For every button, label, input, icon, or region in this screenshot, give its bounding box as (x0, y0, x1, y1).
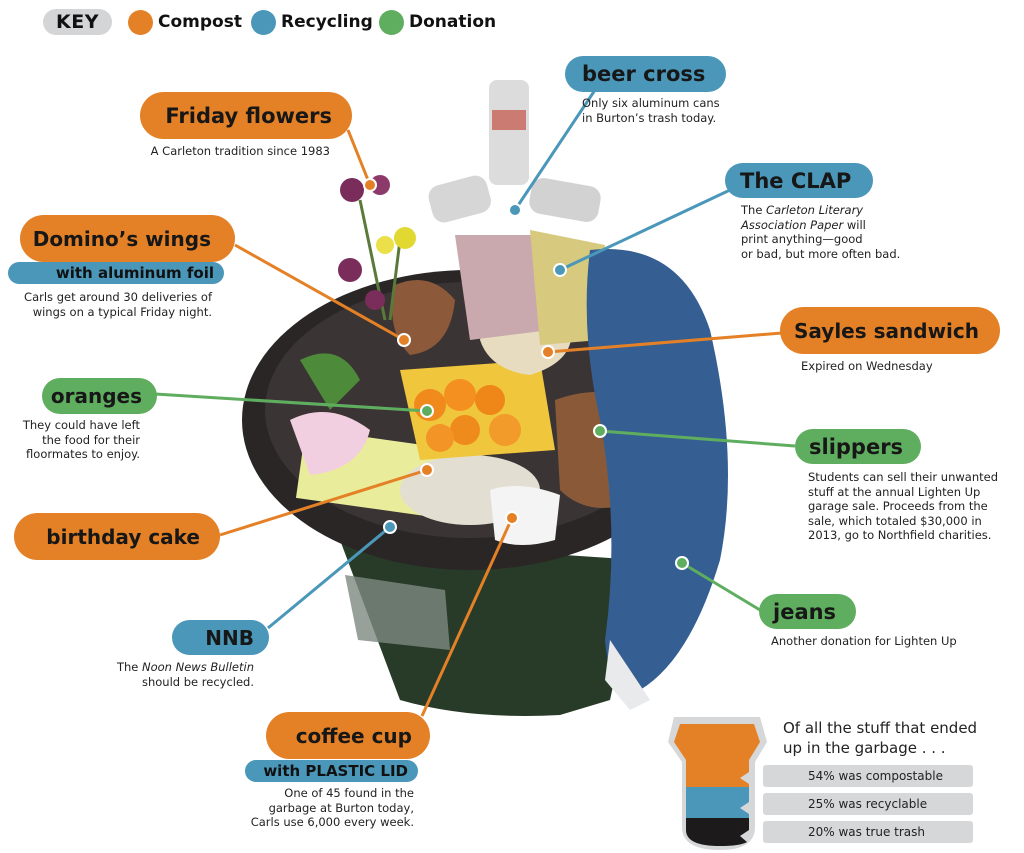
callout-nnb: NNB (172, 620, 269, 655)
key-item-compost: Compost (128, 9, 242, 35)
key-label: KEY (43, 9, 112, 35)
donation-dot-icon (379, 9, 404, 35)
key-item-donation: Donation (379, 9, 496, 35)
stat-true-trash: 20% was true trash (763, 821, 973, 843)
callout-friday-flowers: Friday flowers (140, 92, 352, 139)
slippers-desc: Students can sell their unwanted stuff a… (808, 470, 998, 542)
callout-birthday-cake: birthday cake (14, 513, 220, 560)
key-item-label: Recycling (281, 12, 373, 32)
callout-the-clap: The CLAP (725, 163, 873, 198)
compost-dot-icon (128, 9, 153, 35)
callout-oranges: oranges (42, 378, 157, 414)
callout-coffee-cup: coffee cup (266, 712, 430, 759)
sub-callout-plastic-lid: with PLASTIC LID (245, 760, 418, 782)
dominos-wings-desc: Carls get around 30 deliveries of wings … (24, 290, 212, 319)
beer-cross-desc: Only six aluminum cans in Burton’s trash… (582, 96, 720, 125)
sub-callout-aluminum-foil: with aluminum foil (8, 262, 224, 284)
callout-sayles-sandwich: Sayles sandwich (780, 307, 1000, 354)
jeans-desc: Another donation for Lighten Up (771, 634, 957, 648)
callout-beer-cross: beer cross (565, 56, 726, 92)
key-item-label: Compost (158, 12, 242, 32)
stat-compostable: 54% was compostable (763, 765, 973, 787)
callout-slippers: slippers (795, 429, 921, 464)
garbage-can-breakdown-icon (668, 717, 767, 850)
stat-recyclable: 25% was recyclable (763, 793, 973, 815)
the-clap-desc: The Carleton Literary Association Paper … (741, 203, 901, 261)
key-item-recycling: Recycling (251, 9, 373, 35)
oranges-desc: They could have left the food for their … (22, 418, 140, 461)
friday-flowers-desc: A Carleton tradition since 1983 (150, 144, 330, 158)
coffee-cup-desc: One of 45 found in the garbage at Burton… (250, 786, 414, 829)
callout-dominos-wings: Domino’s wings (20, 215, 235, 262)
nnb-desc: The Noon News Bulletin should be recycle… (116, 660, 254, 689)
sayles-sandwich-desc: Expired on Wednesday (801, 359, 933, 373)
callout-jeans: jeans (759, 594, 856, 629)
recycling-dot-icon (251, 9, 276, 35)
stats-title: Of all the stuff that ended up in the ga… (783, 719, 978, 757)
key-item-label: Donation (409, 12, 497, 32)
